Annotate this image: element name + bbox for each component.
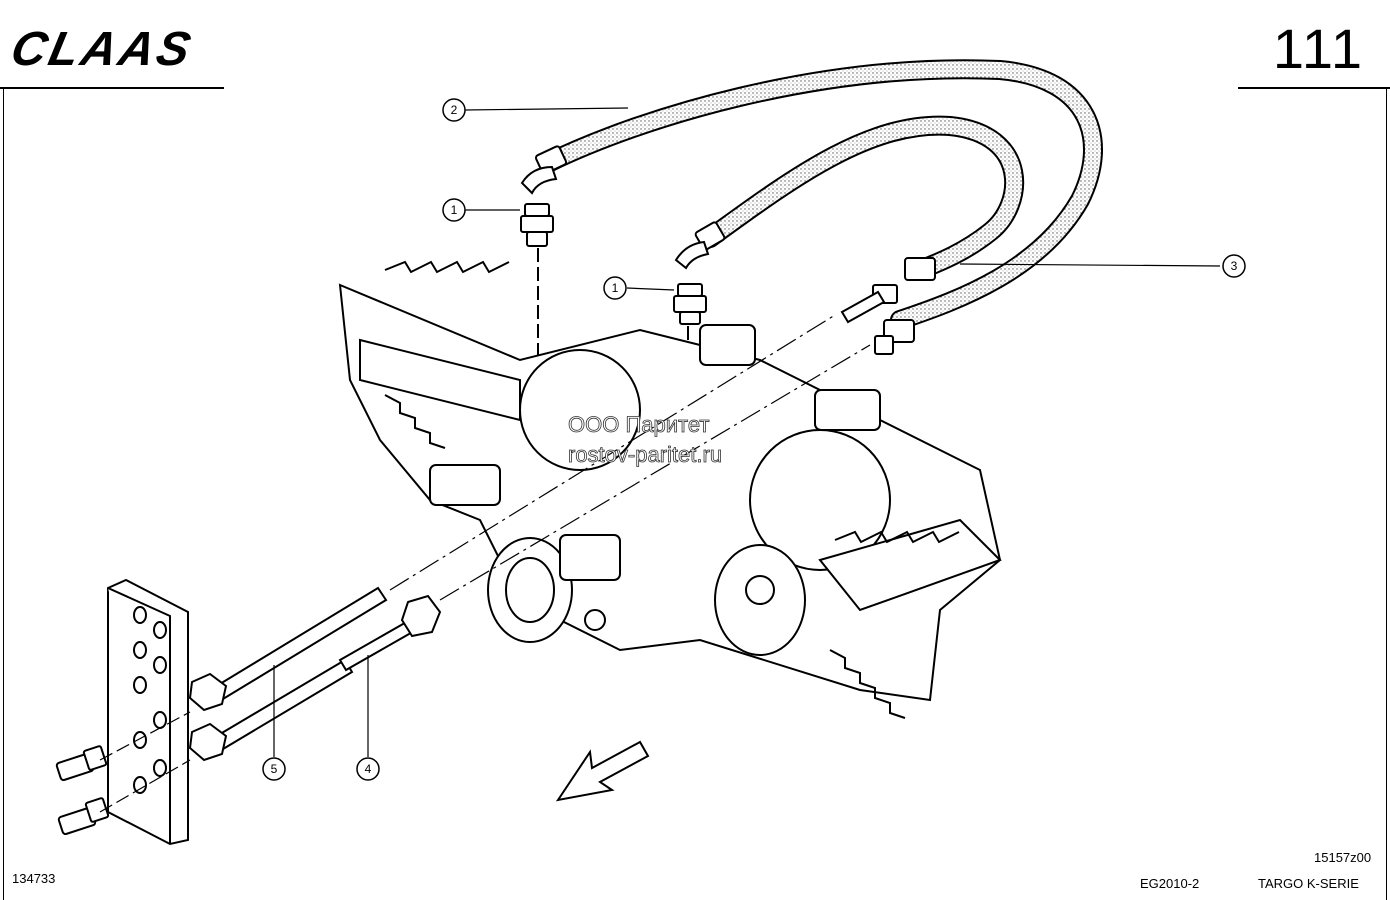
hose-3: [700, 115, 1025, 280]
leader-lines: [273, 107, 1221, 757]
studs-and-pipes: [188, 290, 886, 762]
series-name: TARGO K-SERIE: [1258, 876, 1359, 891]
mounting-plate: [107, 578, 189, 846]
direction-arrow-icon: [555, 740, 650, 802]
assembly-centre-lines: [389, 314, 871, 601]
callout-circles: [262, 98, 1246, 781]
watermark-line-2: rostov-paritet.ru: [568, 442, 723, 468]
hose-fittings: [520, 145, 936, 355]
callout-1a: 1: [451, 203, 458, 217]
callout-2: 2: [451, 103, 458, 117]
hose-2: [538, 59, 1103, 330]
callout-5: 5: [271, 762, 278, 776]
frame-left-border: [3, 87, 4, 900]
callout-1b: 1: [612, 281, 619, 295]
drawing-id: 134733: [12, 871, 56, 886]
frame-rails: [384, 260, 960, 719]
callout-3: 3: [1231, 259, 1238, 273]
frame-top-right: [1238, 87, 1390, 89]
watermark-line-1: ООО Паритет: [568, 412, 710, 438]
bulkhead-connectors: [55, 745, 110, 836]
reference-code: 15157z00: [1314, 850, 1372, 865]
frame-right-border: [1386, 87, 1387, 900]
watermark: ООО Паритет rostov-paritet.ru: [568, 410, 723, 470]
axle-housing: [338, 283, 1002, 702]
callout-4: 4: [365, 762, 372, 776]
edition-code: EG2010-2: [1140, 876, 1200, 891]
frame-top-left: [0, 87, 224, 89]
page-number: 111: [1272, 17, 1364, 80]
